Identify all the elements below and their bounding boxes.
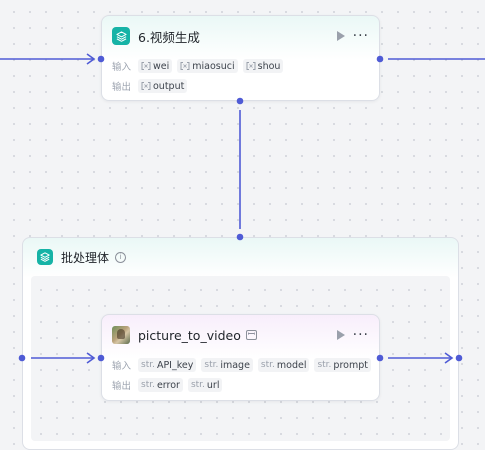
input-chip-model[interactable]: str. model (257, 358, 310, 372)
node-title: picture_to_video (138, 327, 241, 343)
layers-icon (112, 27, 130, 45)
plugin-badge-icon: ꟷ (245, 330, 257, 340)
input-chip-prompt[interactable]: str. prompt (314, 358, 371, 372)
picture-to-video-node[interactable]: picture_to_video ꟷ ··· 输入 str. API_key s… (101, 314, 380, 401)
outputs-row: 输出 output (112, 78, 369, 94)
node-title: 6.视频生成 (138, 29, 200, 45)
outputs-label: 输出 (112, 82, 132, 93)
more-options-icon[interactable]: ··· (352, 28, 369, 44)
variable-icon (180, 62, 190, 70)
input-chip-shou[interactable]: shou (242, 59, 284, 73)
layers-icon (37, 249, 53, 265)
output-chip-error[interactable]: str. error (138, 378, 183, 392)
output-chip-url[interactable]: str. url (187, 378, 223, 392)
play-icon[interactable] (336, 31, 345, 41)
wire-arrowhead (86, 53, 96, 65)
variable-icon (246, 62, 256, 70)
chip-label: prompt (333, 359, 368, 371)
node-header: 6.视频生成 ··· (112, 26, 369, 46)
type-prefix: str. (260, 360, 275, 370)
more-options-icon[interactable]: ··· (352, 327, 369, 343)
info-icon[interactable]: i (115, 251, 127, 263)
chip-label: image (220, 359, 250, 371)
chip-label: url (206, 379, 220, 391)
variable-icon (141, 82, 151, 90)
outputs-row: 输出 str. error str. url (112, 377, 369, 393)
variable-icon (141, 62, 151, 70)
chip-label: wei (153, 60, 170, 72)
input-chip-image[interactable]: str. image (201, 358, 253, 372)
play-icon[interactable] (336, 330, 345, 340)
plugin-thumbnail (112, 326, 130, 344)
output-chip-output[interactable]: output (138, 79, 188, 93)
chip-label: error (156, 379, 180, 391)
chip-label: miaosuci (192, 60, 235, 72)
type-prefix: str. (204, 360, 219, 370)
node-header: picture_to_video ꟷ ··· (112, 325, 369, 345)
type-prefix: str. (317, 360, 332, 370)
input-chip-wei[interactable]: wei (138, 59, 173, 73)
inputs-row: 输入 wei miaosuci shou (112, 58, 369, 74)
video-generation-node[interactable]: 6.视频生成 ··· 输入 wei miaosuci shou 输出 (101, 15, 380, 101)
input-chip-api-key[interactable]: str. API_key (138, 358, 197, 372)
chip-label: model (276, 359, 307, 371)
chip-label: API_key (156, 359, 194, 371)
type-prefix: str. (141, 380, 155, 390)
container-header: 批处理体 i (37, 248, 127, 266)
inputs-row: 输入 str. API_key str. image str. model st… (112, 357, 371, 373)
chip-label: shou (257, 60, 281, 72)
type-prefix: str. (141, 360, 155, 370)
type-prefix: str. (190, 380, 205, 390)
chip-label: output (153, 80, 185, 92)
outputs-label: 输出 (112, 381, 132, 392)
inputs-label: 输入 (112, 62, 132, 73)
container-title: 批处理体 (61, 250, 110, 265)
inputs-label: 输入 (112, 361, 132, 372)
input-chip-miaosuci[interactable]: miaosuci (177, 59, 238, 73)
